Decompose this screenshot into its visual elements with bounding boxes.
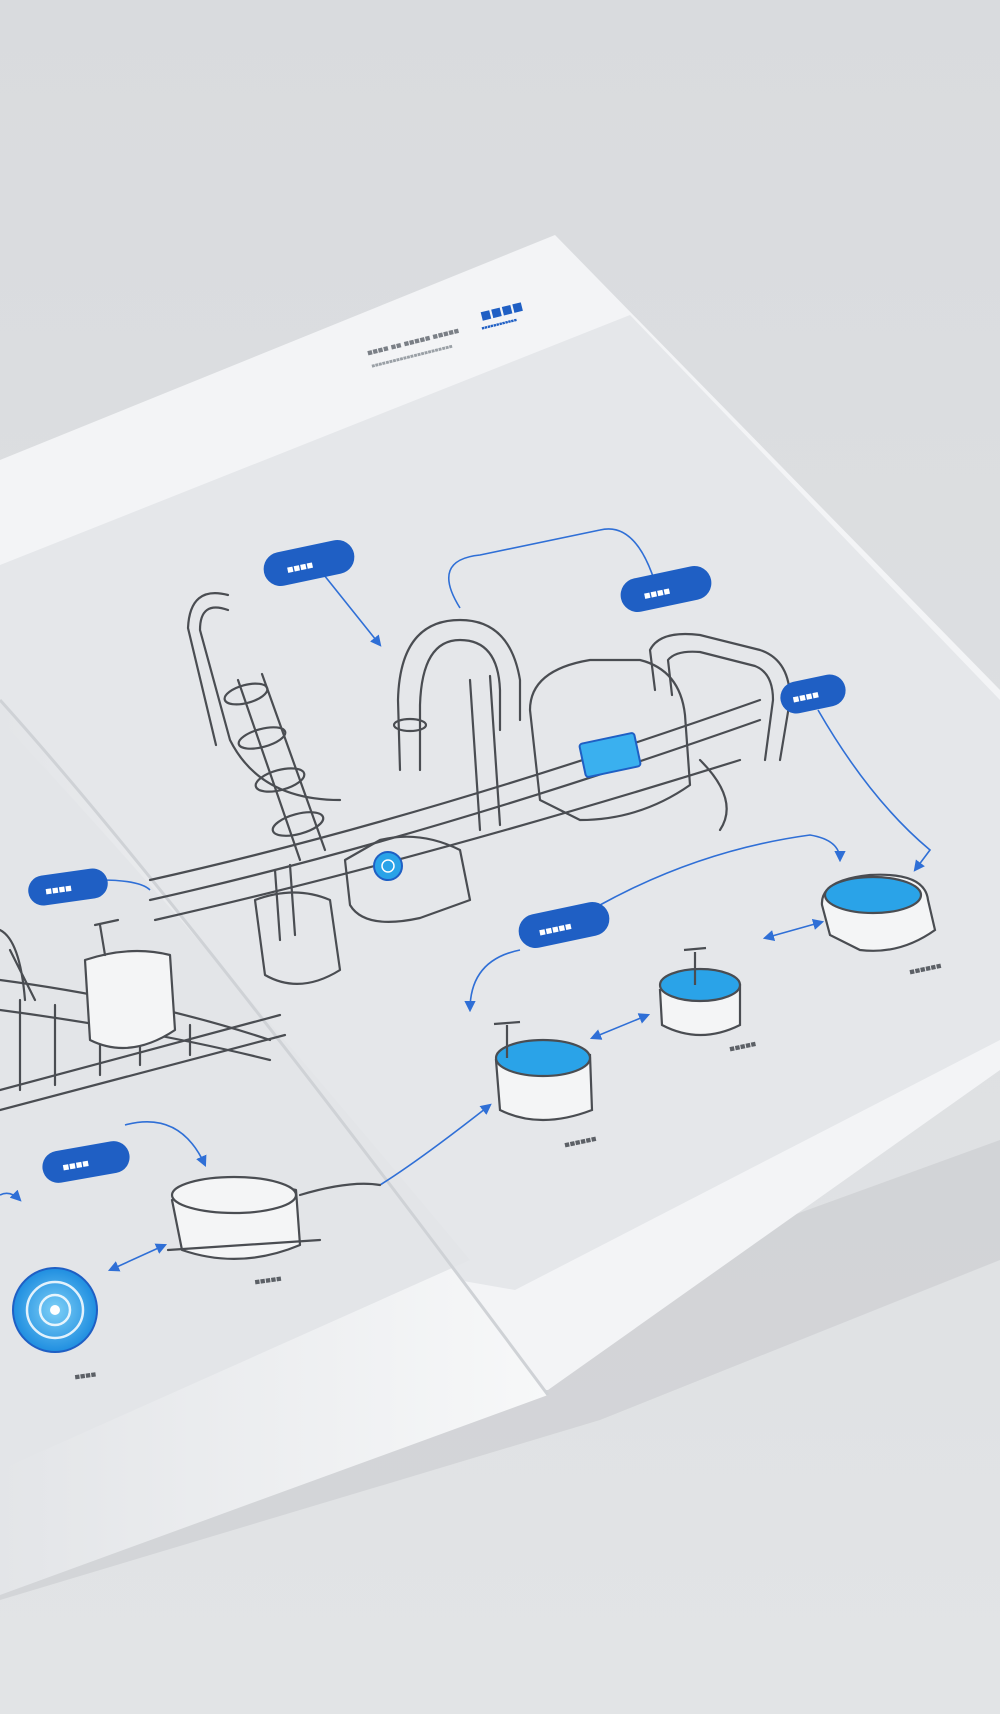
vessel-label: ■■■■■ — [254, 1273, 282, 1287]
pump-housing — [343, 835, 472, 923]
arrow-i — [124, 1121, 207, 1168]
left-edge-vessel — [0, 928, 37, 1002]
vessel-outlet — [698, 758, 728, 832]
tag-f-label: ■■■■ — [62, 1158, 90, 1174]
tag-a-label: ■■■■ — [286, 559, 314, 576]
tag-f: ■■■■ — [42, 1141, 130, 1183]
arch-pipe-outer — [396, 618, 522, 772]
arrow-a — [319, 569, 382, 647]
arrow-h — [379, 1103, 492, 1186]
arrow-b — [448, 528, 664, 609]
tank-2-valve — [683, 946, 707, 985]
flow-arrows-right — [319, 528, 932, 1186]
arch-ring — [392, 717, 428, 733]
tag-d-bg — [518, 901, 610, 949]
flow-arrows-left — [0, 879, 207, 1272]
small-tank-rod — [273, 863, 297, 942]
tag-c-bg — [780, 674, 846, 714]
column-ring-2 — [237, 726, 287, 750]
left-pipe-3 — [0, 1013, 282, 1092]
tank-3-top — [823, 875, 923, 915]
process-diagram-right — [148, 592, 792, 985]
arrow-c — [817, 709, 932, 872]
ground-pipe-3 — [153, 758, 742, 922]
tank-1-valve — [493, 1020, 521, 1058]
arrow-e — [464, 949, 521, 1013]
tag-b-bg — [620, 565, 712, 613]
tank-group-right — [493, 873, 937, 1122]
column-body — [236, 672, 327, 862]
pump-gauge-dial — [381, 859, 395, 873]
column-ring-3 — [254, 767, 306, 793]
ground-pipe-1 — [148, 698, 762, 882]
tag-e-bg — [28, 868, 108, 906]
small-tank — [253, 891, 342, 985]
process-diagram-left — [0, 918, 382, 1260]
arrow-f — [762, 919, 825, 941]
tag-e: ■■■■ — [28, 868, 108, 906]
column-ring-1 — [223, 682, 269, 706]
tag-a: ■■■■ — [263, 539, 355, 587]
left-vessel-stem — [93, 918, 120, 957]
column-pipe-cap — [186, 592, 230, 747]
tag-c: ■■■■ — [780, 674, 846, 714]
right-arch-pipe-inner — [666, 650, 775, 762]
big-vessel — [528, 658, 692, 822]
target-disc-icon — [12, 1267, 98, 1353]
tag-f-bg — [42, 1141, 130, 1183]
left-page-panel — [0, 720, 470, 1470]
vessel-ladder — [468, 674, 502, 832]
tag-c-label: ■■■■ — [792, 689, 820, 706]
tank-1-top — [494, 1038, 592, 1078]
column-ring-4 — [271, 811, 325, 837]
open-tank-rim — [170, 1175, 298, 1215]
column-pipe-left — [198, 606, 342, 802]
arrow-j — [107, 1243, 168, 1272]
tag-b-label: ■■■■ — [643, 585, 671, 602]
left-pipe-4 — [0, 1033, 287, 1112]
tag-e-label: ■■■■ — [45, 883, 73, 899]
left-vessel — [83, 949, 177, 1050]
ground-pipe-2 — [148, 718, 762, 902]
left-to-right-pipe — [298, 1182, 382, 1197]
arrow-g — [589, 1013, 651, 1040]
vessel-display-icon — [578, 732, 642, 778]
tag-d: ■■■■■ — [518, 901, 610, 949]
spine-fold — [0, 698, 550, 1396]
tag-a-bg — [263, 539, 355, 587]
open-tank-base — [166, 1238, 322, 1252]
tag-b: ■■■■ — [620, 565, 712, 613]
arrow-d — [599, 834, 846, 906]
arrow-k — [0, 1189, 22, 1202]
tank-2-top — [658, 967, 742, 1003]
arch-pipe-inner — [418, 638, 502, 772]
pump-gauge-icon — [373, 851, 403, 881]
disc-label: ■■■■ — [74, 1369, 97, 1382]
